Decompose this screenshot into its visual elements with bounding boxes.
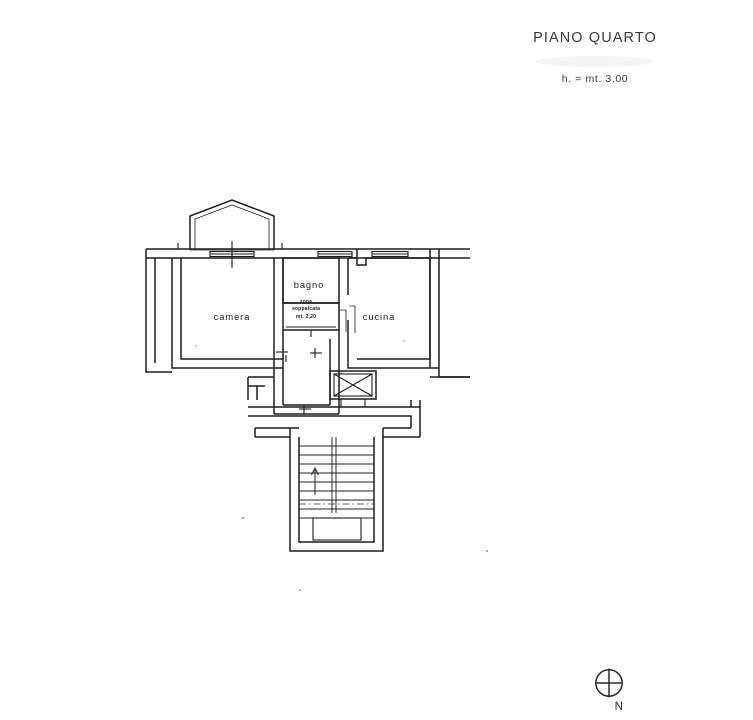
page-title: PIANO QUARTO [533, 30, 657, 46]
stairwell [254, 427, 384, 552]
north-compass-icon [595, 668, 623, 698]
paper-specks [195, 340, 489, 591]
elevator-shaft [329, 370, 377, 407]
soppalcata-line-3: mt. 2,20 [296, 314, 316, 320]
room-cucina [347, 249, 470, 378]
room-label-cucina: cucina [363, 311, 396, 322]
landing-corridor [248, 400, 421, 438]
soppalcata-line-2: soppalcata [292, 306, 320, 312]
door-swings [276, 305, 356, 362]
room-camera [145, 249, 284, 373]
room-label-camera: camera [214, 311, 251, 322]
soppalcata-line-1: zona [300, 299, 312, 305]
title-block: PIANO QUARTO h. = mt. 3,00 [470, 30, 720, 85]
compass: N [592, 666, 646, 713]
soppalcata-annotation: zona soppalcata mt. 2,20 [292, 299, 320, 320]
erased-mark [536, 56, 654, 67]
ceiling-height-note: h. = mt. 3,00 [561, 73, 629, 85]
north-windows [209, 250, 409, 258]
room-label-bagno: bagno [294, 279, 325, 290]
vestibule [247, 330, 340, 415]
compass-north-label: N [614, 701, 624, 713]
